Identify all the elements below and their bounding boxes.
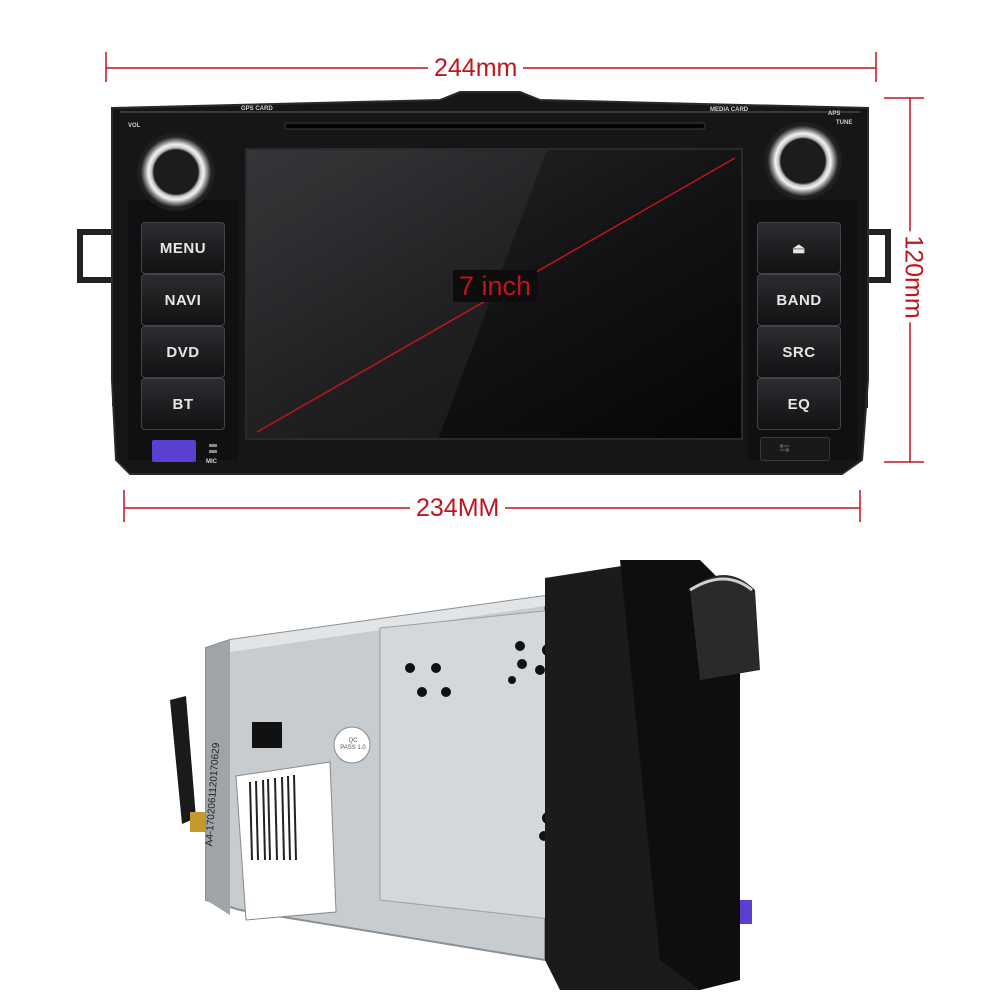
usb-icon: ⇆ [779,440,790,455]
left-button-column: MENU NAVI DVD BT [141,222,225,434]
vol-label: VOL [128,123,141,129]
navi-button[interactable]: NAVI [141,274,225,326]
tune-label: TUNE [836,120,853,126]
screen-size-label: 7 inch [453,270,538,302]
gps-card-label: GPS CARD [241,106,273,112]
eq-button[interactable]: EQ [757,378,841,430]
top-width-label: 244mm [428,53,524,83]
bottom-width-label: 234MM [410,493,506,523]
bt-button[interactable]: BT [141,378,225,430]
right-button-column: ⏏ BAND SRC EQ [757,222,841,434]
menu-button[interactable]: MENU [141,222,225,274]
media-card-label: MEDIA CARD [710,107,749,113]
qc-sticker-text: QC PASS 1.0 [340,738,366,751]
tune-knob[interactable] [764,122,842,200]
dvd-button[interactable]: DVD [141,326,225,378]
mic-hole [209,450,217,453]
eject-button[interactable]: ⏏ [757,222,841,274]
eject-icon: ⏏ [792,239,806,256]
band-button[interactable]: BAND [757,274,841,326]
sd-card-slot[interactable] [152,440,196,462]
src-button[interactable]: SRC [757,326,841,378]
mic-hole [209,444,217,447]
usb-port[interactable]: ⇆ [760,437,830,461]
display-screen: 7 inch [245,148,743,440]
aps-label: APS [828,111,841,117]
volume-knob[interactable] [137,133,215,211]
mic-label: MIC [206,459,217,465]
